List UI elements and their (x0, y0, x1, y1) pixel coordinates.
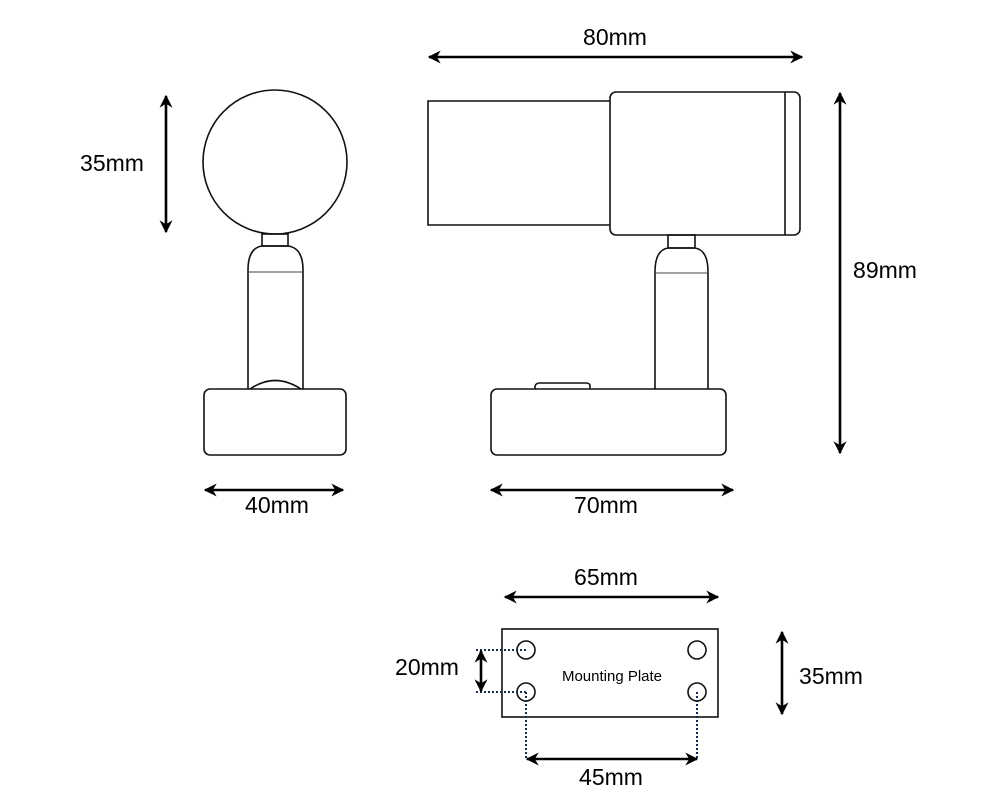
stem-front (247, 245, 304, 389)
front-view (202, 89, 348, 456)
neck-front (261, 233, 289, 247)
dimensions: 80mm 35mm 89mm 40mm 70mm 65mm 35mm 20mm … (80, 24, 917, 790)
label-89mm: 89mm (853, 257, 917, 283)
base-side (490, 388, 727, 456)
label-35mm-head: 35mm (80, 150, 144, 176)
label-40mm: 40mm (245, 492, 309, 518)
side-view (427, 91, 801, 456)
plate-outline (501, 628, 719, 718)
mounting-plate-label: Mounting Plate (562, 668, 662, 685)
label-45mm: 45mm (579, 764, 643, 790)
base-front (203, 388, 347, 456)
switch-button (534, 382, 591, 389)
label-70mm: 70mm (574, 492, 638, 518)
lamp-body-side (427, 100, 610, 226)
lamp-head-front (202, 89, 348, 235)
label-65mm: 65mm (574, 564, 638, 590)
neck-side (667, 234, 696, 249)
label-35mm-plate: 35mm (799, 663, 863, 689)
stem-joint-front (249, 379, 302, 390)
mounting-plate: Mounting Plate (476, 628, 719, 759)
mounting-hole (687, 640, 707, 660)
label-80mm: 80mm (583, 24, 647, 50)
stem-side (654, 247, 709, 389)
lamp-head-side (609, 91, 801, 236)
label-20mm: 20mm (395, 654, 459, 680)
